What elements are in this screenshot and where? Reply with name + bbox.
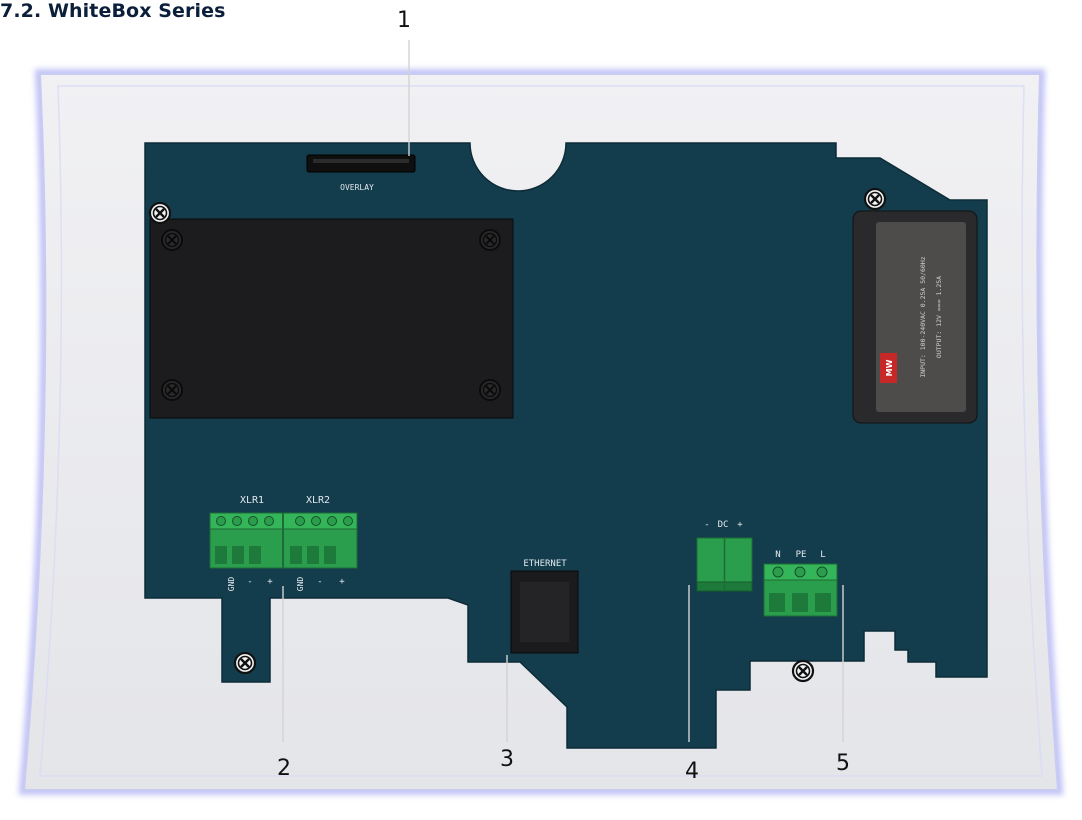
ethernet-label: ETHERNET [523, 559, 567, 569]
module-screw-tr-icon [478, 228, 502, 252]
callout-4: 4 [685, 759, 699, 784]
psu-output-label: OUTPUT: 12V === 1.25A [935, 276, 943, 358]
mains-l-label: L [820, 550, 825, 560]
screw-icon [148, 201, 172, 225]
dc-minus-label: - [704, 520, 709, 530]
xlr1-label: XLR1 [240, 495, 264, 506]
overlay-connector: OVERLAY [306, 154, 416, 192]
callout-5: 5 [836, 751, 850, 776]
section-heading: 7.2. WhiteBox Series [0, 0, 226, 22]
module-screw-br-icon [478, 378, 502, 402]
screw-icon [863, 187, 887, 211]
module-screw-bl-icon [160, 378, 184, 402]
screw-icon [791, 659, 815, 683]
module-screw-tl-icon [160, 228, 184, 252]
mains-n-label: N [775, 550, 780, 560]
xlr-terminals: XLR1 XLR2 GND - + GND - [209, 495, 358, 592]
dc-plus-label: + [737, 520, 743, 530]
xlr2-label: XLR2 [306, 495, 330, 506]
psu-input-label: INPUT: 100-240VAC 0.25A 50/60Hz [919, 256, 927, 377]
xlr2-minus-label: - [317, 577, 322, 587]
mains-pe-label: PE [796, 550, 807, 560]
xlr1-plus-label: + [267, 577, 273, 587]
overlay-label: OVERLAY [340, 183, 374, 192]
dc-label: DC [718, 520, 729, 530]
mains-terminal: N PE L [763, 550, 838, 617]
power-supply-module: INPUT: 100-240VAC 0.25A 50/60Hz OUTPUT: … [852, 210, 978, 424]
display-module [149, 218, 514, 419]
dc-terminal: - DC + [696, 520, 753, 592]
xlr2-plus-label: + [339, 577, 345, 587]
callout-2: 2 [277, 756, 291, 781]
xlr2-gnd-label: GND [296, 577, 305, 592]
ethernet-port: ETHERNET [510, 559, 579, 654]
callout-1: 1 [397, 8, 411, 33]
screw-icon [233, 651, 257, 675]
xlr1-gnd-label: GND [227, 577, 236, 592]
psu-brand-logo: MW [885, 359, 894, 376]
callout-3: 3 [500, 747, 514, 772]
xlr1-minus-label: - [247, 577, 252, 587]
